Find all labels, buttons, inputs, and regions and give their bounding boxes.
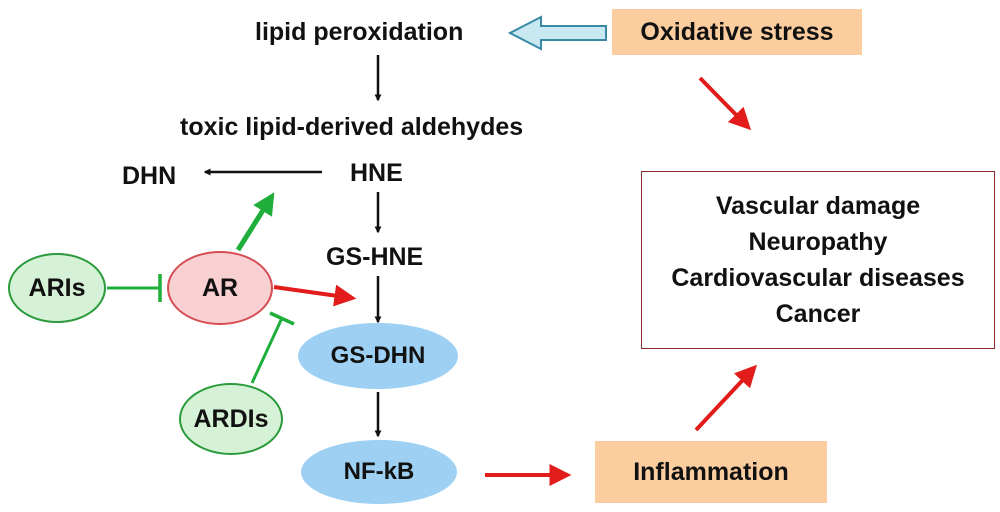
arrow-inflammation-to-outcomes	[694, 364, 758, 432]
node-aris: ARIs	[8, 253, 106, 323]
hollow-arrow-stress-to-peroxidation	[507, 15, 607, 51]
arrow-ar-to-gsdhn	[273, 284, 357, 307]
node-lipid-peroxidation: lipid peroxidation	[255, 18, 464, 46]
outcome-item: Vascular damage	[715, 192, 921, 220]
inhibition-ardis-to-ar	[250, 317, 284, 384]
outcome-item: Cardiovascular diseases	[671, 264, 965, 292]
node-gs-hne: GS-HNE	[326, 243, 424, 271]
node-dhn: DHN	[122, 162, 177, 190]
arrow-ar-to-dhn-step	[235, 192, 275, 252]
arrow-stress-to-outcomes	[698, 76, 752, 131]
outcome-item: Neuropathy	[748, 228, 888, 256]
node-gs-dhn: GS-DHN	[298, 323, 458, 389]
inhibition-bar-ardis	[269, 311, 295, 326]
node-hne: HNE	[350, 159, 403, 187]
node-inflammation: Inflammation	[595, 441, 827, 503]
node-oxidative-stress: Oxidative stress	[612, 9, 862, 55]
outcome-item: Cancer	[775, 300, 861, 328]
outcomes-box: Vascular damage Neuropathy Cardiovascula…	[641, 171, 995, 349]
node-ar: AR	[167, 251, 273, 325]
node-ardis: ARDIs	[179, 383, 283, 455]
node-nf-kb: NF-kB	[301, 440, 457, 504]
node-toxic-aldehydes: toxic lipid-derived aldehydes	[180, 113, 524, 141]
